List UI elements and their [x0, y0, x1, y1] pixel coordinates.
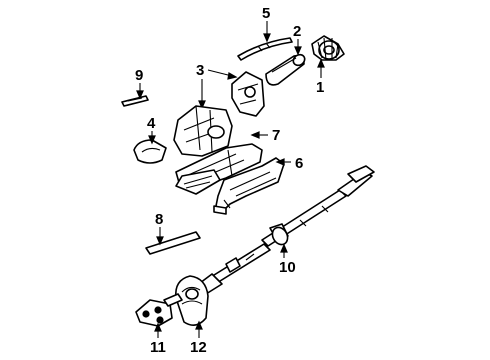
callout-2: 2 — [293, 23, 302, 56]
callout-3-label: 3 — [196, 62, 204, 79]
callout-3: 3 — [196, 62, 238, 110]
part-8-flat-bar — [145, 231, 201, 255]
part-5-shroud-strip — [237, 37, 293, 61]
callout-11: 11 — [150, 322, 166, 356]
part-9-pin — [121, 95, 149, 107]
part-11-coupling — [135, 293, 183, 327]
part-4-clip — [133, 139, 167, 164]
part-1-boot — [311, 35, 345, 61]
callout-1: 1 — [316, 58, 325, 96]
part-6-bracket — [213, 157, 285, 215]
callout-4: 4 — [147, 115, 156, 145]
steering-shaft — [195, 165, 375, 295]
callout-1-label: 1 — [316, 79, 324, 96]
callout-6: 6 — [275, 155, 303, 172]
callout-9-label: 9 — [135, 67, 143, 84]
part-7-shroud — [175, 143, 263, 195]
callout-6-label: 6 — [295, 155, 303, 172]
callout-4-label: 4 — [147, 115, 156, 132]
callout-5: 5 — [262, 5, 271, 43]
lock-housing-assembly — [173, 105, 233, 157]
callout-8-label: 8 — [155, 211, 163, 228]
callout-7-label: 7 — [272, 127, 280, 144]
callout-10-label: 10 — [279, 259, 296, 276]
part-12-seal — [174, 275, 209, 326]
callout-12: 12 — [190, 320, 207, 356]
callout-9: 9 — [135, 67, 144, 100]
callout-2-label: 2 — [293, 23, 301, 40]
part-2-tube — [265, 53, 306, 86]
callout-5-label: 5 — [262, 5, 270, 22]
callout-11-label: 11 — [150, 339, 166, 356]
callout-12-label: 12 — [190, 339, 207, 356]
callout-7: 7 — [250, 127, 280, 144]
callout-10: 10 — [279, 243, 296, 276]
callout-8: 8 — [155, 211, 164, 246]
part-3-housing — [231, 71, 265, 117]
